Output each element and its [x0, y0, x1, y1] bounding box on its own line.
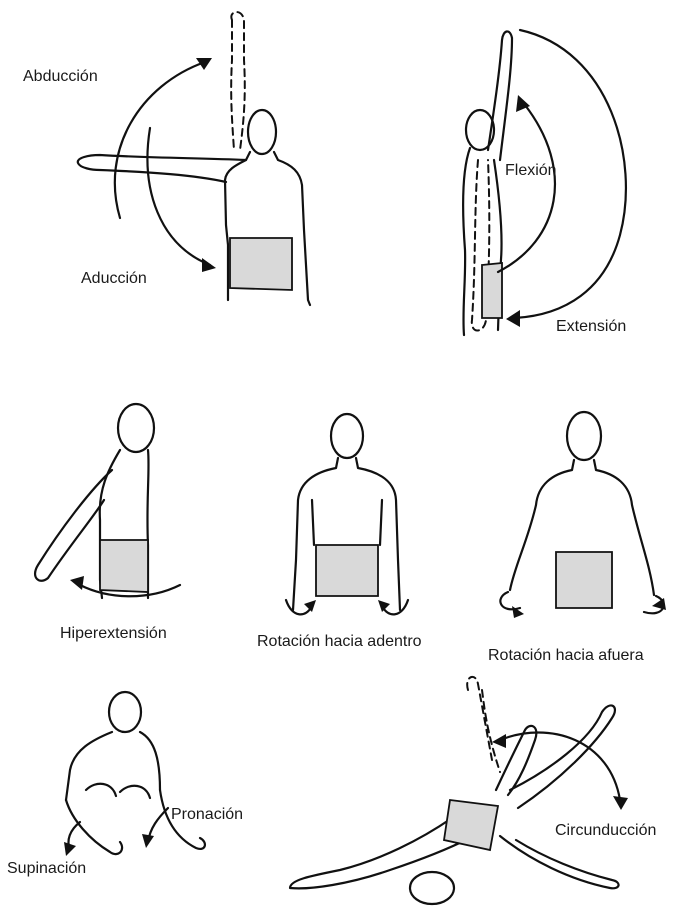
flexion-arrow	[498, 105, 555, 272]
internal-rotation-arrows	[286, 600, 408, 614]
figure-waistband-hyper	[100, 540, 148, 592]
figure-waistband-lying	[444, 800, 498, 850]
label-abduccion: Abducción	[23, 68, 98, 86]
circumduction-bottom-arrowhead	[613, 796, 628, 810]
figure-head-pronation	[109, 692, 141, 732]
dashed-raised-arm	[231, 12, 245, 150]
figure-body-pronation	[66, 732, 160, 800]
circumduction-top-arrowhead	[492, 734, 506, 748]
hyperextension-arrowhead	[70, 576, 84, 590]
figure-head-external	[567, 412, 601, 460]
adduction-arrow	[148, 128, 211, 265]
label-hiperextension: Hiperextensión	[60, 625, 167, 643]
label-circunduccion: Circunducción	[555, 822, 656, 840]
figure-hyperextension	[35, 404, 180, 598]
figure-head-internal	[331, 414, 363, 458]
figure-waistband	[230, 238, 292, 290]
figure-flexion-extension	[463, 30, 626, 335]
label-supinacion: Supinación	[7, 860, 86, 878]
figure-waistband-external	[556, 552, 612, 608]
figure-waistband-internal	[316, 545, 378, 596]
figure-head-hyper	[118, 404, 154, 452]
figure-body-lying	[290, 705, 619, 888]
label-rotacion-adentro: Rotación hacia adentro	[257, 633, 422, 651]
abduction-arrow	[115, 62, 205, 218]
figure-pronation-supination	[64, 692, 205, 856]
figure-abduction-adduction	[78, 12, 310, 305]
label-aduccion: Aducción	[81, 270, 147, 288]
label-flexion: Flexión	[505, 162, 557, 180]
label-pronacion: Pronación	[171, 806, 243, 824]
extension-arrowhead	[506, 310, 520, 327]
adduction-arrowhead	[202, 258, 216, 272]
label-extension: Extensión	[556, 318, 626, 336]
dashed-raised-arm-lying	[467, 677, 500, 772]
external-right-arrowhead	[652, 598, 666, 610]
figure-external-rotation	[500, 412, 666, 618]
pronation-arrowhead	[142, 834, 154, 848]
figure-head-lying	[410, 872, 454, 904]
figure-circumduction	[290, 677, 628, 904]
figure-internal-rotation	[286, 414, 408, 614]
supination-arrowhead	[64, 842, 76, 856]
figure-head	[248, 110, 276, 154]
figure-horizontal-arm	[78, 155, 246, 182]
label-rotacion-afuera: Rotación hacia afuera	[488, 647, 644, 665]
